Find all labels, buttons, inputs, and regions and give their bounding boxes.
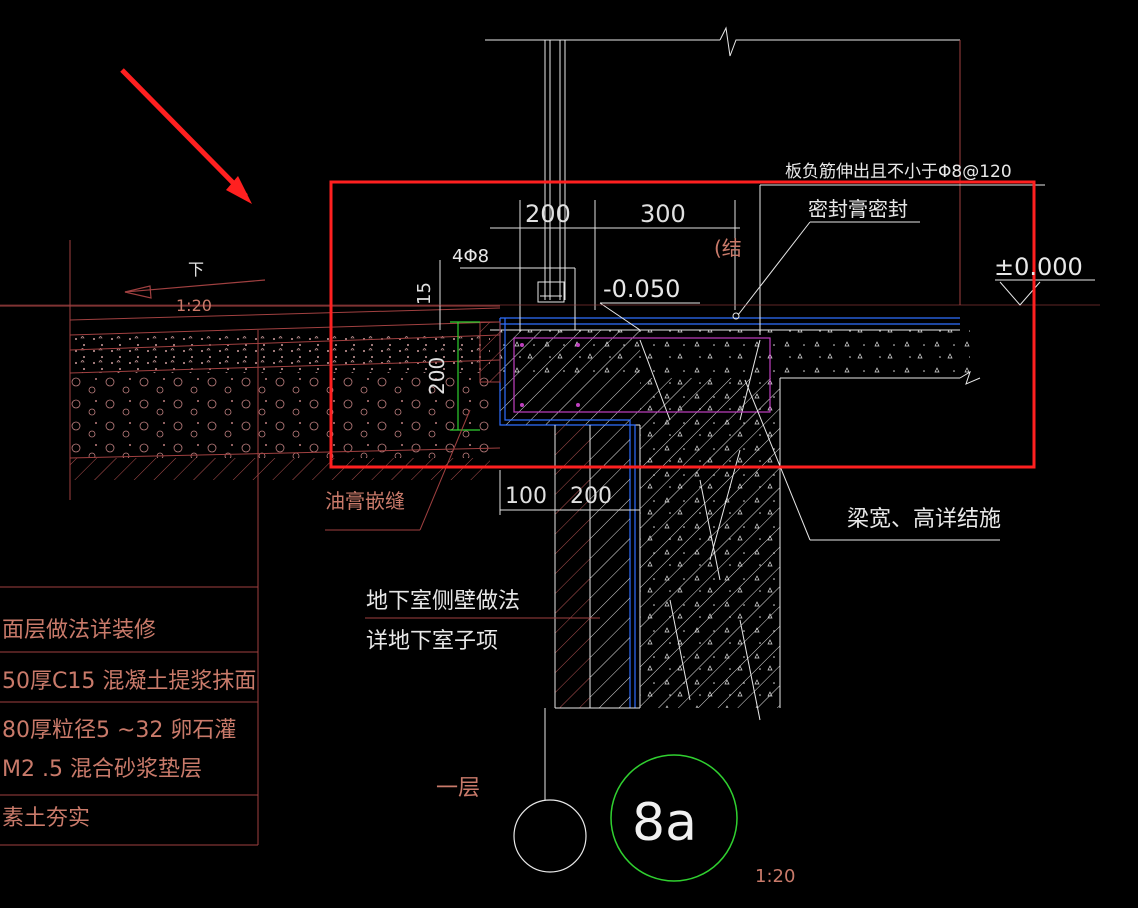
red-arrow-icon	[120, 68, 252, 204]
dim-top-300: 300	[640, 200, 686, 228]
sealant-note: 密封膏密封	[808, 197, 908, 221]
down-label: 下	[188, 260, 204, 279]
slab-beam	[490, 329, 981, 721]
dim-left-15: 15	[414, 282, 435, 305]
slope-label-top: 1:20	[176, 296, 212, 315]
wall-method-line2: 详地下室子项	[366, 629, 498, 654]
scale-label: 1:20	[755, 866, 795, 887]
legend-row-2: 50厚C15 混凝土提浆抹面	[2, 669, 256, 694]
floor-label: 一层	[436, 776, 480, 801]
legend-row-1: 面层做法详装修	[2, 618, 156, 643]
basement-wall	[554, 425, 640, 709]
rebar-symbol	[537, 281, 565, 303]
legend-row-4: 素土夯实	[2, 806, 90, 831]
detail-number: 8a	[632, 793, 697, 853]
sealant-block	[479, 321, 501, 383]
beam-note: 梁宽、高详结施	[847, 507, 1001, 532]
detail-circles	[513, 754, 738, 882]
dim-top-200: 200	[525, 200, 571, 228]
dimension-lines	[439, 200, 740, 515]
slope-arrow	[124, 279, 266, 299]
upper-wall	[485, 26, 961, 305]
asphalt-joint: 油膏嵌缝	[325, 489, 405, 513]
legend-row-3b: M2 .5 混合砂浆垫层	[2, 757, 202, 782]
wall-method-line1: 地下室侧壁做法	[366, 589, 520, 614]
elevation-marker	[995, 279, 1095, 306]
dim-bottom-200: 200	[570, 484, 612, 509]
rebar-label: 4Φ8	[452, 246, 489, 267]
leader-lines	[0, 184, 1100, 800]
legend-row-3a: 80厚粒径5 ~32 卵石灌	[2, 718, 236, 743]
highlight-box	[329, 180, 1036, 469]
elevation-zero: ±0.000	[994, 253, 1083, 281]
slab-rebar-note: 板负筋伸出且不小于Φ8@120	[785, 162, 1012, 182]
legend-table	[0, 330, 259, 846]
struct-partial: (结	[714, 236, 742, 260]
dim-left-200: 200	[425, 357, 449, 395]
dim-bottom-100: 100	[505, 484, 547, 509]
elevation-minus: -0.050	[603, 275, 680, 303]
ground-layers	[0, 240, 501, 500]
